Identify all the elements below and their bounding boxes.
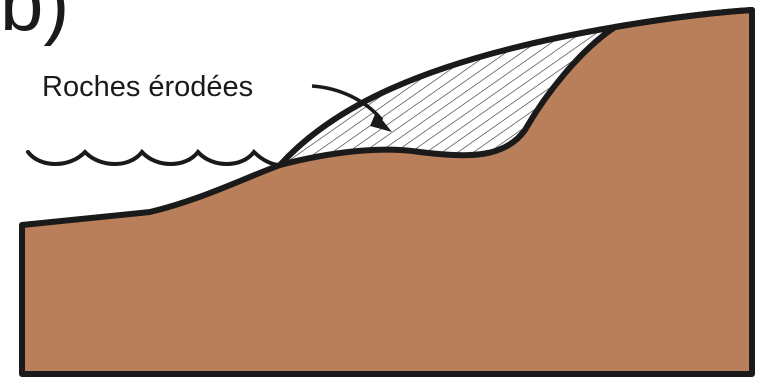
panel-label: b) — [0, 0, 69, 47]
eroded-rocks-label: Roches érodées — [42, 71, 253, 103]
wave-line-icon — [28, 152, 280, 165]
rock-mass — [22, 10, 752, 374]
